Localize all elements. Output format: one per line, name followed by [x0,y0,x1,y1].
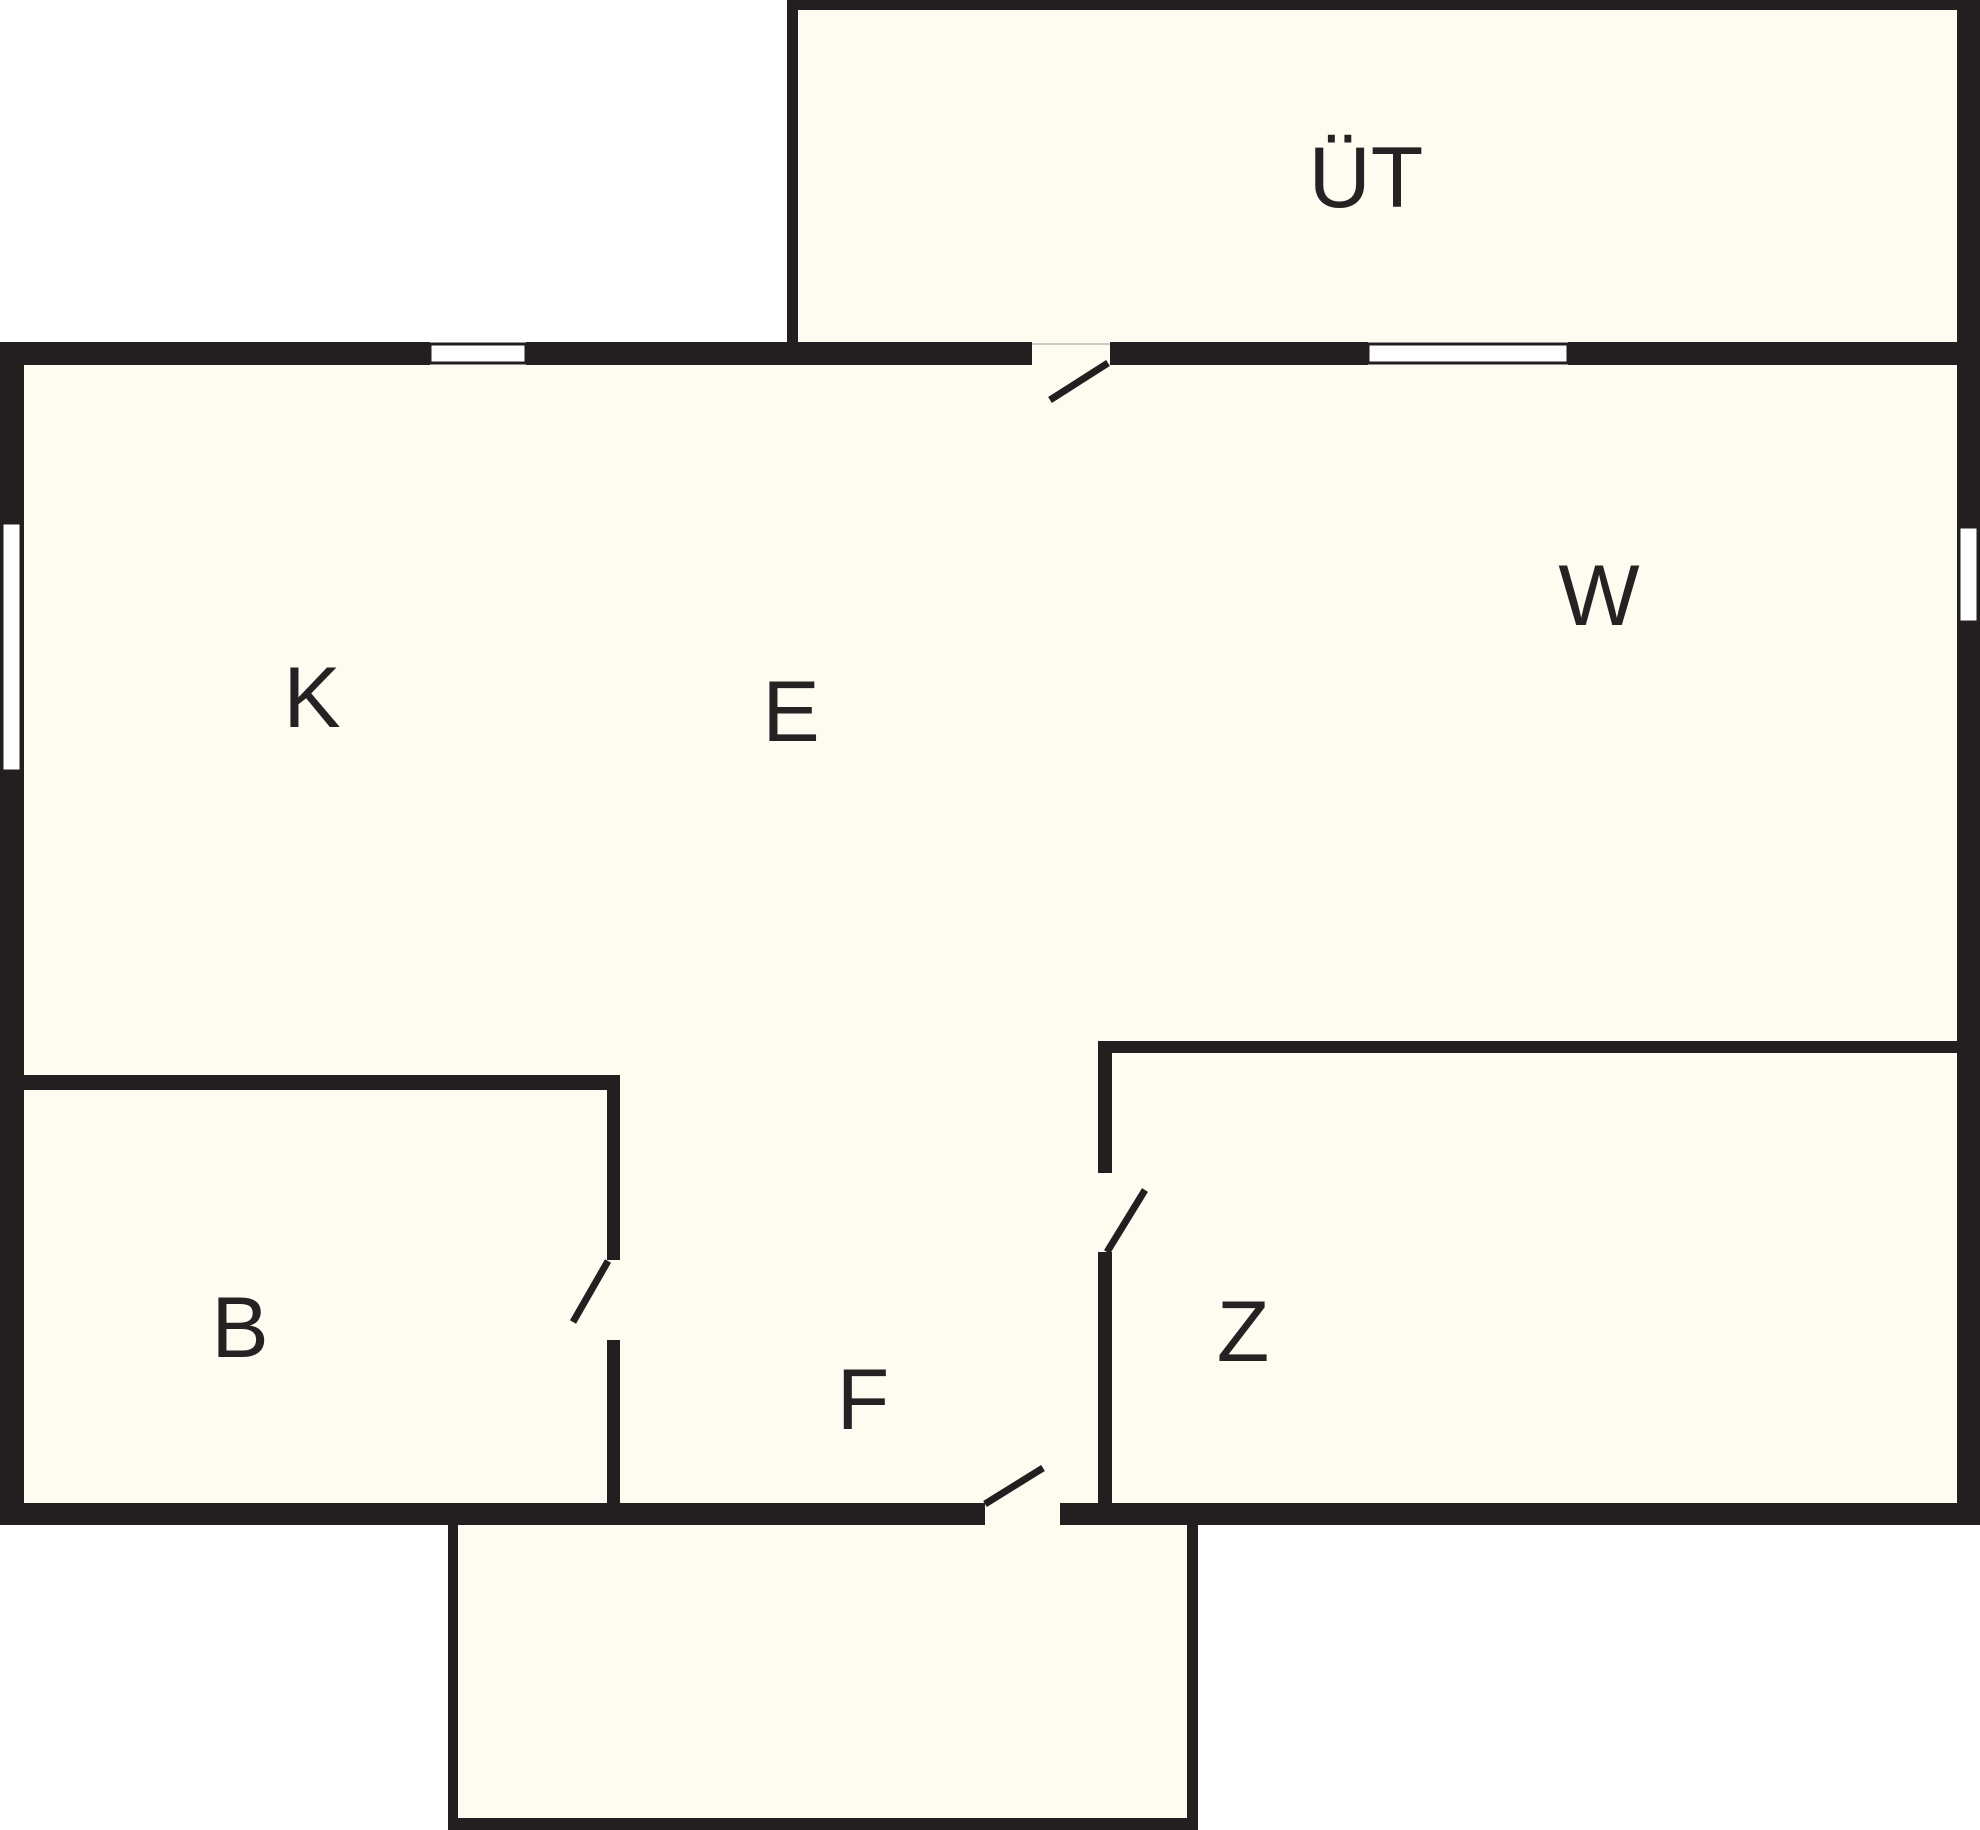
floor-area-ut [798,10,1957,342]
room-label-w: W [1558,548,1640,644]
window-top-left [428,342,528,365]
room-label-z: Z [1216,1284,1270,1380]
wall-annex-left [448,1525,458,1830]
door-leaf-annex [983,1465,1045,1507]
wall-annex-bottom [448,1818,1198,1830]
wall-ut-left [787,0,798,342]
room-label-ut: ÜT [1308,130,1424,226]
wall-bottom-1 [0,1503,985,1525]
door-leaf-ut [1048,360,1110,403]
wall-z-left-upper [1098,1041,1112,1173]
floor-gap-ut-door [1032,342,1110,365]
wall-b-right-lower [607,1340,620,1503]
wall-top-3 [1110,342,1368,365]
wall-b-top [24,1075,620,1090]
room-label-e: E [762,664,820,760]
wall-b-right-upper [607,1075,620,1260]
wall-bottom-2 [1060,1503,1980,1525]
room-label-k: K [283,650,341,746]
room-label-b: B [211,1280,269,1376]
wall-ut-top [787,0,1980,10]
floor-gap-annex-door [985,1503,1060,1525]
wall-top-2 [526,342,1032,365]
window-top-right [1366,342,1570,365]
wall-top-4 [1568,342,1980,365]
door-leaf-b [569,1259,612,1324]
wall-z-top [1098,1041,1957,1053]
wall-right [1957,0,1980,1525]
floor-area-main [24,365,1957,1503]
wall-annex-right [1187,1525,1198,1830]
window-right-wall [1957,525,1980,624]
room-label-f: F [836,1352,890,1448]
wall-top-1 [0,342,430,365]
floor-area-annex [458,1525,1187,1818]
wall-z-left-lower [1098,1252,1112,1503]
window-left-wall [0,521,23,773]
door-leaf-z [1104,1188,1148,1254]
